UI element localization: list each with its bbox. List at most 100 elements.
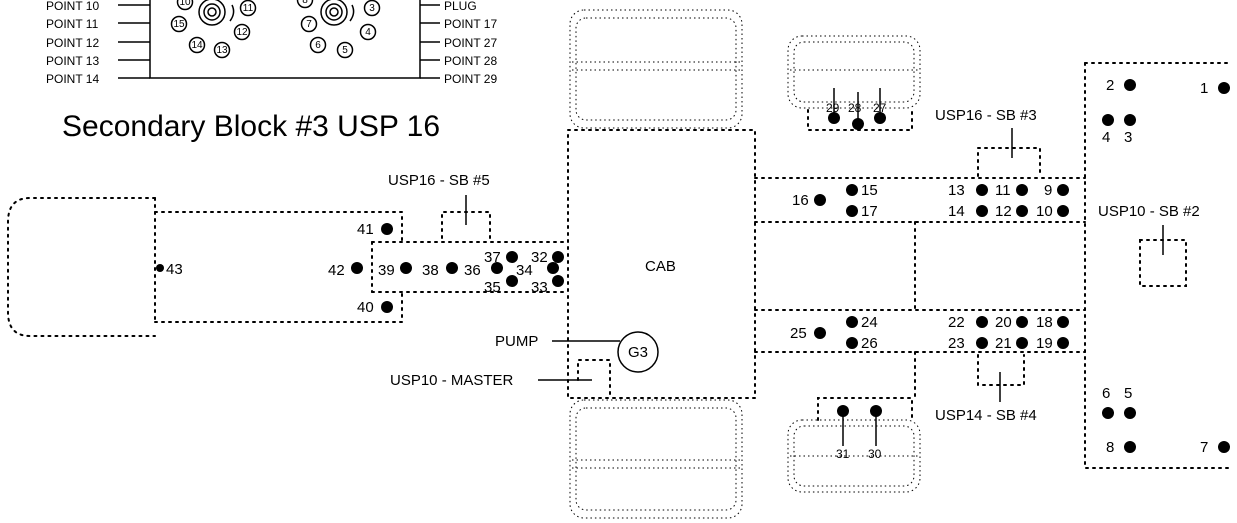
- wheel-tread: [793, 425, 915, 487]
- point-dot: [1218, 441, 1230, 453]
- point-label: 20: [995, 314, 1012, 331]
- point-label: 31: [836, 447, 850, 461]
- point-dot: [1124, 441, 1136, 453]
- pin-circle: [233, 23, 251, 41]
- point-dot: [1102, 407, 1114, 419]
- legend-right-label: POINT 27: [444, 36, 497, 50]
- wheel-bottom-right: [787, 419, 921, 493]
- point-label: 5: [1124, 385, 1132, 402]
- pin-label: 13: [216, 45, 228, 56]
- pin-label: 8: [302, 0, 308, 6]
- point-label: 34: [516, 262, 533, 279]
- point-label: 33: [531, 279, 548, 296]
- point-dot: [381, 301, 393, 313]
- pin-label: 5: [342, 45, 348, 56]
- wheel-top-left: [569, 9, 743, 129]
- cab-label: CAB: [645, 258, 676, 275]
- point-dot: [1057, 337, 1069, 349]
- pin-label: 3: [369, 3, 375, 14]
- wheel-tread: [575, 17, 737, 121]
- pump-group: PUMP G3 USP10 - MASTER: [390, 331, 659, 389]
- pin-circle: [359, 23, 377, 41]
- point-dot: [1124, 79, 1136, 91]
- point-label: 14: [948, 203, 965, 220]
- point-dot: [976, 184, 988, 196]
- point-label: 15: [861, 182, 878, 199]
- pin-circle: [336, 41, 354, 59]
- legend-left-label: POINT 12: [46, 36, 99, 50]
- legend-left-label: POINT 11: [46, 17, 99, 31]
- pin-label: 10: [179, 0, 191, 8]
- g3-circle: [617, 331, 659, 373]
- usp16-sb3-label: USP16 - SB #3: [935, 107, 1037, 124]
- point-dot: [506, 251, 518, 263]
- point-dot: [506, 275, 518, 287]
- usp10-sb2-label: USP10 - SB #2: [1098, 203, 1200, 220]
- point-label: 28: [848, 101, 862, 115]
- point-label: 38: [422, 262, 439, 279]
- point-label: 25: [790, 325, 807, 342]
- rotation-arrow-icon: [349, 4, 355, 22]
- point-dot: [1057, 316, 1069, 328]
- connector-outline: [149, 0, 421, 79]
- point-label: 17: [861, 203, 878, 220]
- legend-right-label: POINT 29: [444, 72, 497, 86]
- point-dot: [846, 184, 858, 196]
- pin-circle: [176, 0, 194, 11]
- right-pin-cluster: 8 3 7 4 6 5: [296, 0, 381, 59]
- point-dot: [491, 262, 503, 274]
- point-dot: [814, 327, 826, 339]
- legend-right-label: POINT 28: [444, 54, 497, 68]
- point-label: 8: [1106, 439, 1114, 456]
- cab-outline: [567, 129, 756, 399]
- pin-label: 7: [306, 19, 312, 30]
- center-socket-icon: [325, 3, 343, 21]
- wheel-mount: [817, 397, 913, 421]
- point-dot: [1016, 337, 1028, 349]
- pin-label: 4: [365, 27, 371, 38]
- connector-legend: POINT 10 POINT 11 POINT 12 POINT 13 POIN…: [46, 0, 497, 86]
- point-label: 36: [464, 262, 481, 279]
- pin-circle: [188, 36, 206, 54]
- left-section-outline: [7, 195, 569, 337]
- wheel-top-right: [787, 35, 921, 109]
- point-dot: [1124, 407, 1136, 419]
- point-label: 32: [531, 249, 548, 266]
- pin-label: 12: [236, 27, 248, 38]
- point-label: 40: [357, 299, 374, 316]
- center-socket-icon: [329, 7, 339, 17]
- legend-right-label: PLUG: [444, 0, 477, 13]
- point-dot: [1016, 184, 1028, 196]
- point-label: 21: [995, 335, 1012, 352]
- center-socket-icon: [203, 3, 221, 21]
- legend-left-label: POINT 10: [46, 0, 99, 13]
- usp16-sb3-box: [977, 147, 1041, 177]
- point-dot: [870, 405, 882, 417]
- point-dot: [1124, 114, 1136, 126]
- usp10-master-label: USP10 - MASTER: [390, 372, 514, 389]
- usp10-master-box: [577, 359, 611, 399]
- point-label: 29: [826, 101, 840, 115]
- pin-circle: [296, 0, 314, 9]
- wheel-outline: [569, 399, 743, 519]
- rotation-arrow-icon: [229, 4, 235, 22]
- point-dot: [976, 316, 988, 328]
- wheel-tread: [575, 407, 737, 511]
- legend-right-label: POINT 17: [444, 17, 497, 31]
- point-label: 1: [1200, 80, 1208, 97]
- point-dot: [837, 405, 849, 417]
- wheel-tread: [793, 41, 915, 103]
- wheel-outline: [569, 9, 743, 129]
- block-title: Secondary Block #3 USP 16: [62, 110, 440, 143]
- point-dot: [446, 262, 458, 274]
- point-dot: [351, 262, 363, 274]
- point-label: 43: [166, 261, 183, 278]
- g3-label: G3: [628, 344, 648, 361]
- pin-circle: [363, 0, 381, 17]
- wheel-mount: [807, 109, 913, 131]
- right-box-outline: [1084, 62, 1233, 469]
- point-label: 3: [1124, 129, 1132, 146]
- point-label: 19: [1036, 335, 1053, 352]
- usp14-sb4-label: USP14 - SB #4: [935, 407, 1037, 424]
